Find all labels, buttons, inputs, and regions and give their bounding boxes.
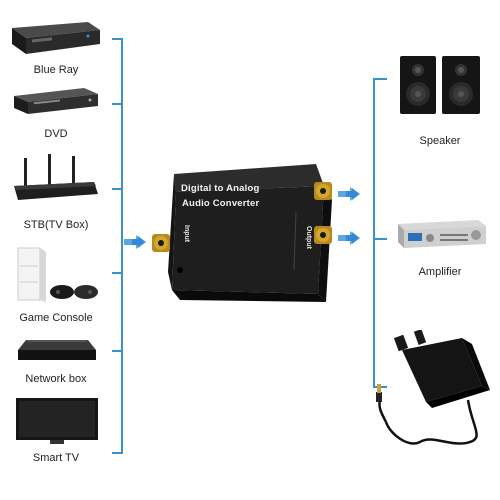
speaker-icon xyxy=(398,52,482,118)
left-bracket-tick-dvd xyxy=(112,103,123,105)
network-box-icon xyxy=(16,334,98,366)
output-label-amplifier: Amplifier xyxy=(418,266,462,278)
amplifier-icon xyxy=(394,216,490,252)
converter-output-label: Output xyxy=(305,226,312,249)
source-label-dvd: DVD xyxy=(44,128,68,140)
source-label-network-box: Network box xyxy=(25,373,87,385)
dvd-player-icon xyxy=(8,84,104,120)
bluray-player-icon xyxy=(8,18,104,58)
converter-device xyxy=(146,160,352,310)
left-bracket-tick-stb xyxy=(112,188,123,190)
left-bracket-tick-tv xyxy=(112,452,123,454)
converter-input-label: Input xyxy=(183,225,190,243)
output-arrow-bottom-icon xyxy=(338,230,364,246)
power-adapter-icon xyxy=(372,330,498,452)
game-console-icon xyxy=(12,246,102,304)
converter-title-line1: Digital to Analog xyxy=(181,183,260,194)
source-label-stb: STB(TV Box) xyxy=(23,219,89,231)
right-bracket-tick-amplifier xyxy=(373,238,387,240)
output-label-speaker: Speaker xyxy=(419,135,461,147)
source-label-game-console: Game Console xyxy=(19,312,93,324)
left-bracket-tick-network xyxy=(112,350,123,352)
input-arrow-icon xyxy=(124,234,150,250)
router-stb-icon xyxy=(10,152,102,206)
source-label-smart-tv: Smart TV xyxy=(32,452,80,464)
smart-tv-icon xyxy=(14,396,100,446)
source-label-bluray: Blue Ray xyxy=(33,64,79,76)
left-bracket-vertical xyxy=(121,38,123,454)
left-bracket-tick-game xyxy=(112,272,123,274)
output-arrow-top-icon xyxy=(338,186,364,202)
right-bracket-tick-speaker xyxy=(373,78,387,80)
right-bracket-vertical xyxy=(373,78,375,388)
converter-title-line2: Audio Converter xyxy=(182,198,260,209)
left-bracket-tick-bluray xyxy=(112,38,123,40)
